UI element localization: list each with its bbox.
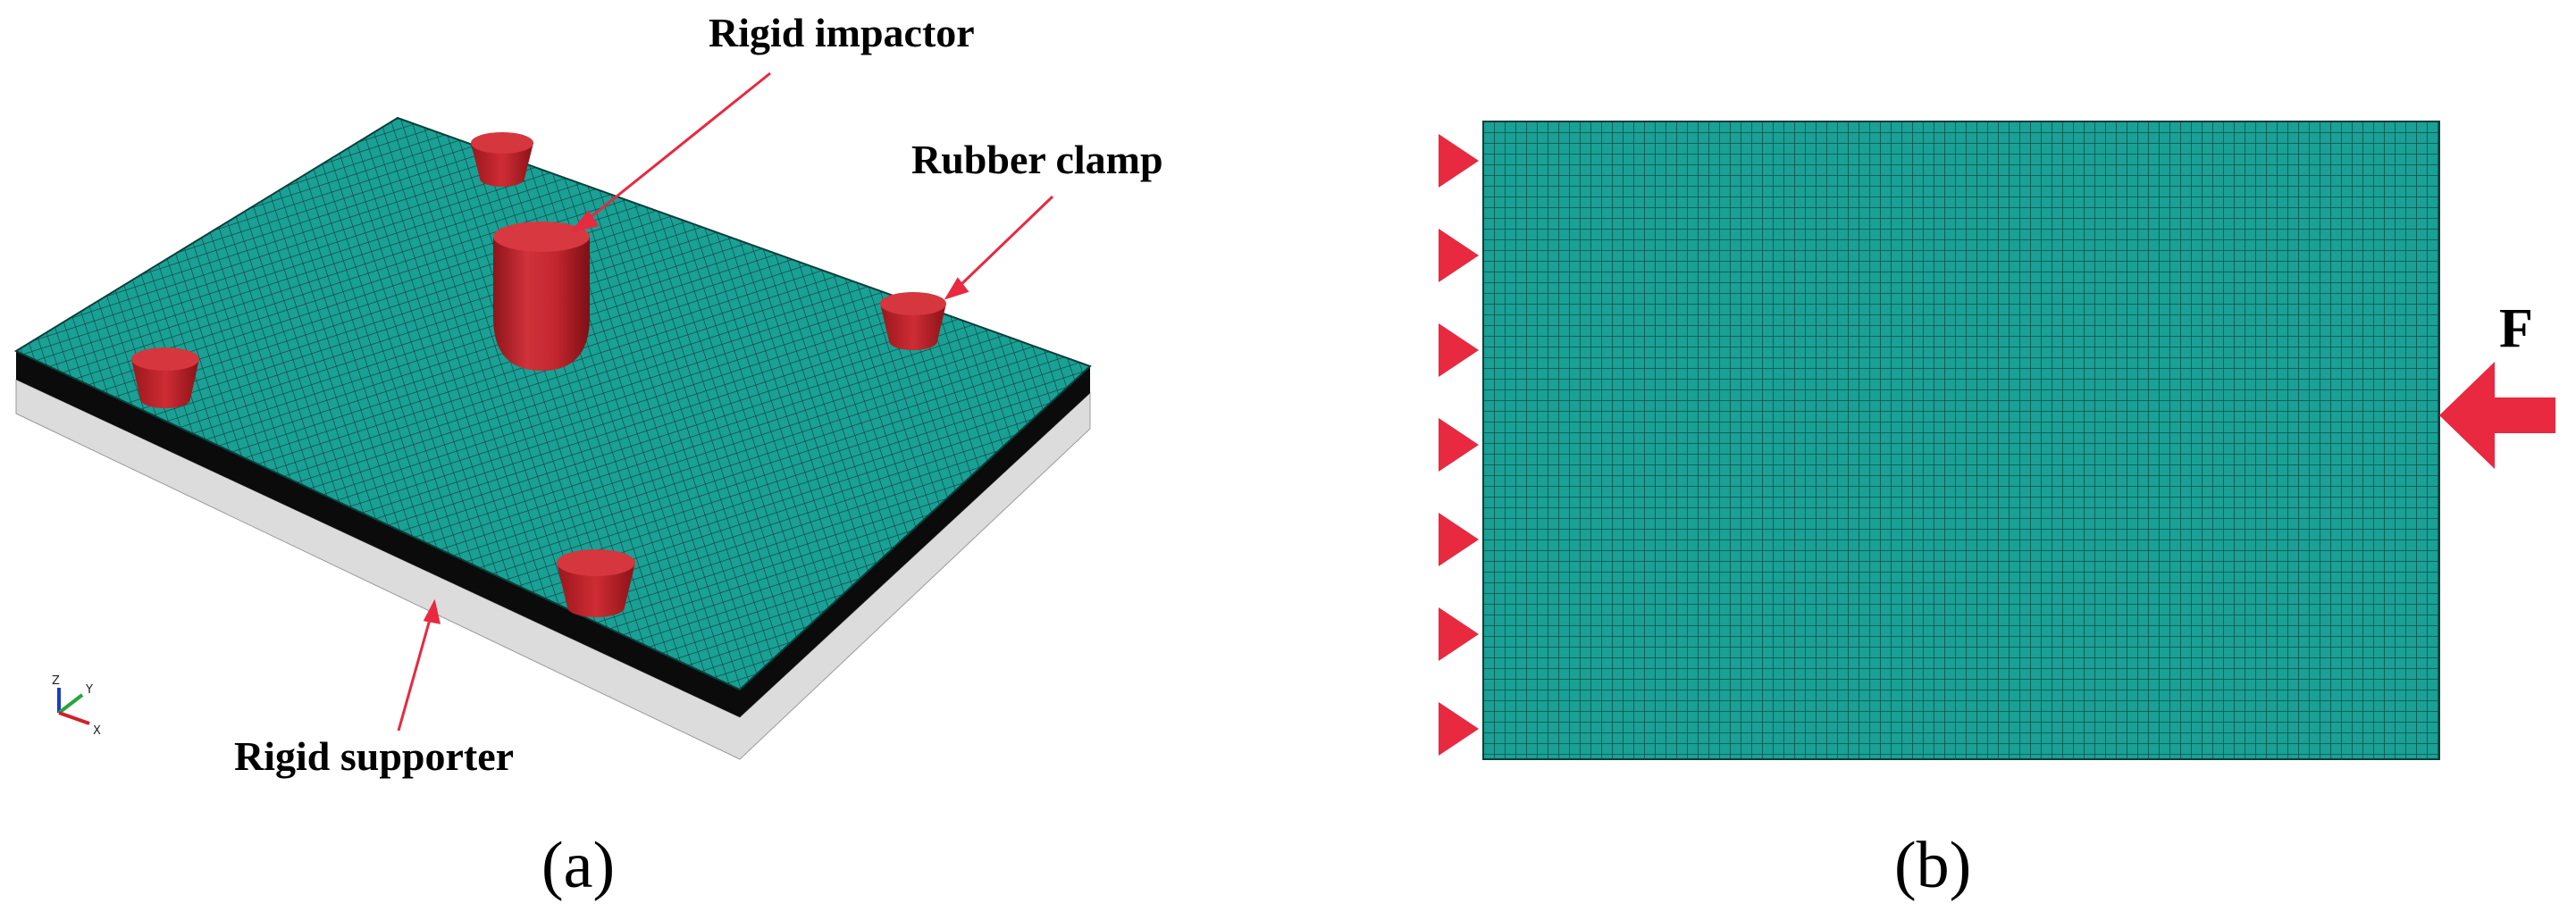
fixed-support-marker <box>1439 513 1479 566</box>
rubber-clamp-label: Rubber clamp <box>911 137 1163 182</box>
fixed-support-marker <box>1439 607 1479 661</box>
composite-plate-mesh <box>13 116 1092 691</box>
supporter-pointer <box>397 615 432 732</box>
clamp-pointer <box>956 195 1054 289</box>
coordinate-triad: Z Y X <box>52 674 101 738</box>
rubber-clamp-front <box>557 549 635 617</box>
fixed-support-marker <box>1439 134 1479 188</box>
fixed-support-marker <box>1439 702 1479 756</box>
triad-x-label: X <box>93 724 101 738</box>
rubber-clamp-back <box>471 132 533 187</box>
triad-z-label: Z <box>52 674 60 688</box>
fixed-support-marker <box>1439 229 1479 282</box>
rigid-supporter-label: Rigid supporter <box>234 733 514 779</box>
fixed-support-marker <box>1439 418 1479 472</box>
plate-black-layer <box>16 351 1090 717</box>
force-arrow <box>2439 362 2555 469</box>
rigid-impactor-label: Rigid impactor <box>709 10 975 55</box>
triad-y-label: Y <box>85 683 93 697</box>
panel-a: Rigid impactor Rubber clamp Rigid suppor… <box>13 10 1163 902</box>
panel-b: F (b) <box>1439 121 2555 902</box>
force-label: F <box>2499 298 2533 359</box>
rubber-clamp-right <box>880 292 946 350</box>
rubber-clamp-left <box>131 347 199 408</box>
plate-mesh-top-view <box>1482 121 2440 760</box>
panel-b-caption: (b) <box>1894 829 1971 902</box>
fixed-support-markers <box>1439 134 1479 756</box>
fixed-support-marker <box>1439 323 1479 377</box>
impactor-pointer <box>584 71 771 223</box>
rigid-impactor <box>493 222 590 371</box>
callout-arrows <box>397 71 1054 732</box>
panel-a-caption: (a) <box>541 829 615 902</box>
